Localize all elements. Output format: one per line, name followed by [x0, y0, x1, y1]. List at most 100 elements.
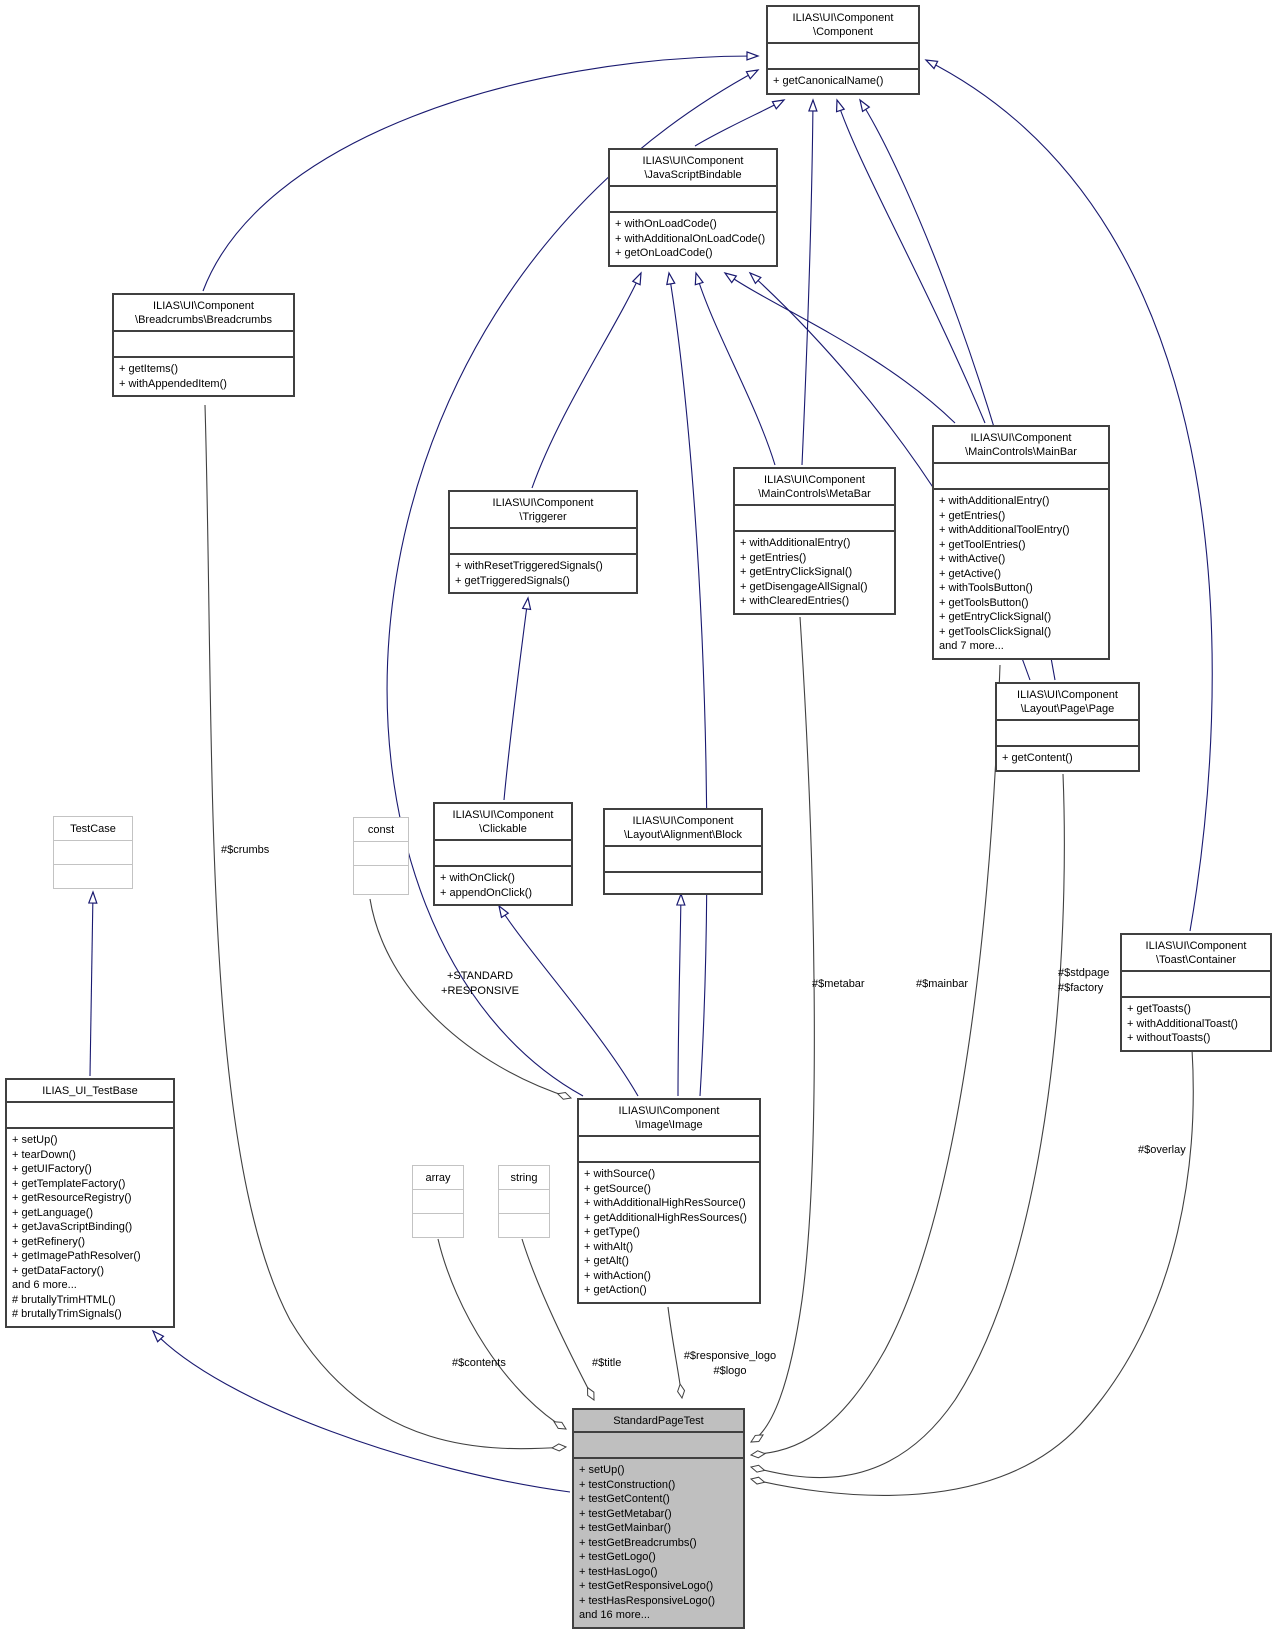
class-methods: + withSource()+ getSource()+ withAdditio… [584, 1168, 747, 1296]
edge-inherit-triggerer-jsbindable [531, 271, 642, 489]
class-name: ILIAS\UI\Component\Layout\Page\Page [997, 684, 1138, 721]
edge-aggr-crumbs [204, 404, 568, 1452]
class-name: array [413, 1166, 463, 1190]
edge-aggr-logo [667, 1306, 686, 1400]
edge-inherit-toast-component [924, 59, 1213, 932]
class-attributes-empty [605, 847, 761, 873]
edge-inherit-mainbar-jsbindable [723, 271, 956, 424]
edge-aggr-contents [437, 1238, 567, 1430]
class-node-component[interactable]: ILIAS\UI\Component\Component + getCanoni… [766, 5, 920, 95]
class-name: ILIAS\UI\Component\Clickable [435, 804, 571, 841]
class-methods-empty [54, 865, 132, 888]
class-attributes-empty [579, 1137, 759, 1163]
edge-inherit-breadcrumbs-component [202, 51, 760, 292]
edge-inherit-metabar-component [801, 98, 818, 466]
class-name: ILIAS\UI\Component\Breadcrumbs\Breadcrum… [114, 295, 293, 332]
class-attributes-empty [997, 721, 1138, 747]
class-node-triggerer[interactable]: ILIAS\UI\Component\Triggerer + withReset… [448, 490, 638, 594]
class-name: ILIAS\UI\Component\Layout\Alignment\Bloc… [605, 810, 761, 847]
class-attributes-empty [499, 1190, 549, 1214]
class-node-block[interactable]: ILIAS\UI\Component\Layout\Alignment\Bloc… [603, 808, 763, 895]
class-attributes-empty [1122, 972, 1270, 998]
class-name: string [499, 1166, 549, 1190]
edge-inherit-image-jsbindable [666, 271, 708, 1097]
edge-aggr-metabar [750, 616, 815, 1443]
edge-inherit-metabar-jsbindable [694, 271, 776, 466]
class-name: ILIAS\UI\Component\Image\Image [579, 1100, 759, 1137]
class-attributes-empty [54, 841, 132, 865]
class-methods: + withOnClick()+ appendOnClick() [440, 872, 533, 899]
class-methods-empty [354, 866, 408, 894]
edge-inherit-image-component [386, 69, 760, 1097]
class-node-metabar[interactable]: ILIAS\UI\Component\MainControls\MetaBar … [733, 467, 896, 615]
class-attributes-empty [435, 841, 571, 867]
edge-label-mainbar: #$mainbar [916, 978, 968, 990]
edge-label-contents: #$contents [452, 1357, 506, 1369]
class-name: ILIAS\UI\Component\MainControls\MetaBar [735, 469, 894, 506]
class-attributes-empty [574, 1433, 743, 1459]
class-methods: + withResetTriggeredSignals()+ getTrigge… [455, 560, 603, 587]
class-methods: + getCanonicalName() [773, 75, 884, 87]
class-name: ILIAS\UI\Component\Toast\Container [1122, 935, 1270, 972]
class-node-toast-container[interactable]: ILIAS\UI\Component\Toast\Container + get… [1120, 933, 1272, 1052]
class-node-clickable[interactable]: ILIAS\UI\Component\Clickable + withOnCli… [433, 802, 573, 906]
edge-aggr-mainbar [749, 664, 1001, 1459]
class-node-mainbar[interactable]: ILIAS\UI\Component\MainControls\MainBar … [932, 425, 1110, 660]
class-name: TestCase [54, 817, 132, 841]
edge-inherit-image-clickable [498, 904, 639, 1097]
edge-label-metabar: #$metabar [812, 978, 865, 990]
class-methods: + getToasts()+ withAdditionalToast()+ wi… [1127, 1003, 1238, 1044]
class-name: ILIAS\UI\Component\Triggerer [450, 492, 636, 529]
class-node-const[interactable]: const [353, 817, 409, 895]
edge-inherit-mainbar-component [835, 98, 986, 424]
class-methods: + withAdditionalEntry()+ getEntries()+ g… [740, 537, 868, 607]
class-node-breadcrumbs[interactable]: ILIAS\UI\Component\Breadcrumbs\Breadcrum… [112, 293, 295, 397]
class-node-standardpagetest[interactable]: StandardPageTest + setUp()+ testConstruc… [572, 1408, 745, 1629]
class-name: ILIAS\UI\Component\Component [768, 7, 918, 44]
edge-aggr-overlay [749, 1048, 1194, 1496]
class-methods: + setUp()+ testConstruction()+ testGetCo… [579, 1464, 716, 1621]
class-attributes-empty [450, 529, 636, 555]
edge-inherit-jsbindable-component [694, 99, 786, 147]
class-node-jsbindable[interactable]: ILIAS\UI\Component\JavaScriptBindable + … [608, 148, 778, 267]
class-methods-empty [605, 873, 761, 893]
class-name: ILIAS_UI_TestBase [7, 1080, 173, 1103]
class-node-array[interactable]: array [412, 1165, 464, 1238]
class-name: StandardPageTest [574, 1410, 743, 1433]
class-methods: + getContent() [1002, 752, 1073, 764]
class-name: ILIAS\UI\Component\JavaScriptBindable [610, 150, 776, 187]
edge-label-overlay: #$overlay [1138, 1144, 1186, 1156]
class-attributes-empty [934, 464, 1108, 490]
class-node-string[interactable]: string [498, 1165, 550, 1238]
edge-label-stdpage-factory: #$stdpage#$factory [1058, 967, 1110, 994]
class-attributes-empty [768, 44, 918, 70]
class-name: ILIAS\UI\Component\MainControls\MainBar [934, 427, 1108, 464]
edge-aggr-const-image [369, 898, 573, 1100]
edge-aggr-stdpage-factory [749, 773, 1065, 1479]
class-attributes-empty [610, 187, 776, 213]
class-methods-empty [413, 1214, 463, 1237]
edge-inherit-clickable-triggerer [503, 596, 532, 801]
edge-label-crumbs: #$crumbs [221, 844, 270, 856]
edge-aggr-title [521, 1238, 595, 1401]
class-attributes-empty [735, 506, 894, 532]
class-name: const [354, 818, 408, 842]
class-node-image[interactable]: ILIAS\UI\Component\Image\Image + withSou… [577, 1098, 761, 1304]
class-methods: + setUp()+ tearDown()+ getUIFactory()+ g… [12, 1134, 141, 1320]
class-attributes-empty [354, 842, 408, 866]
class-node-page[interactable]: ILIAS\UI\Component\Layout\Page\Page + ge… [995, 682, 1140, 772]
edge-inherit-testbase-testcase [87, 890, 98, 1077]
class-node-testbase[interactable]: ILIAS_UI_TestBase + setUp()+ tearDown()+… [5, 1078, 175, 1328]
class-attributes-empty [114, 332, 293, 358]
edge-label-standard-responsive: +STANDARD+RESPONSIVE [441, 970, 519, 997]
class-methods: + withOnLoadCode()+ withAdditionalOnLoad… [615, 218, 766, 259]
class-methods: + withAdditionalEntry()+ getEntries()+ w… [939, 495, 1070, 652]
class-node-testcase[interactable]: TestCase [53, 816, 133, 889]
class-methods-empty [499, 1214, 549, 1237]
edge-inherit-image-block [675, 892, 686, 1097]
edge-inherit-spt-testbase [151, 1329, 571, 1493]
edge-label-title: #$title [592, 1357, 622, 1369]
class-attributes-empty [7, 1103, 173, 1129]
class-attributes-empty [413, 1190, 463, 1214]
